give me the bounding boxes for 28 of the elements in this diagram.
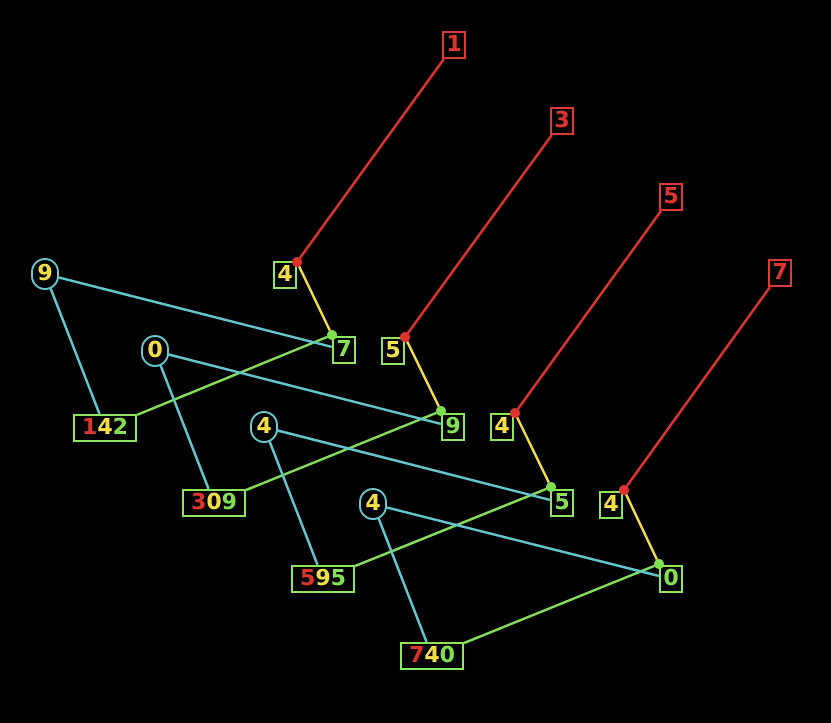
number-box: 7 <box>768 259 792 287</box>
number-box: 5 <box>659 183 683 211</box>
connector-line <box>386 506 660 578</box>
connector-line <box>58 276 332 348</box>
connector-line <box>246 412 437 492</box>
connector-line <box>464 564 655 644</box>
connector-line <box>277 429 550 502</box>
connector-line <box>406 340 440 408</box>
connector-line <box>516 416 550 484</box>
connector-line <box>354 488 547 568</box>
connector-line <box>625 494 658 560</box>
connector-line <box>50 288 101 414</box>
connector-line <box>298 266 331 332</box>
number-box: 3 <box>550 107 574 135</box>
number-box: 740 <box>400 642 464 670</box>
connector-line <box>160 365 210 490</box>
number-box: 142 <box>73 414 137 442</box>
connector-line <box>406 134 553 334</box>
connector-line <box>168 353 442 426</box>
number-box: 309 <box>182 489 246 517</box>
connector-line <box>378 518 428 642</box>
number-box: 1 <box>442 31 466 59</box>
connector-line <box>268 441 319 566</box>
connector-line <box>516 210 662 410</box>
connector-line <box>626 286 771 487</box>
connector-line <box>136 336 328 416</box>
number-box: 595 <box>291 565 355 593</box>
connector-line <box>298 58 445 259</box>
